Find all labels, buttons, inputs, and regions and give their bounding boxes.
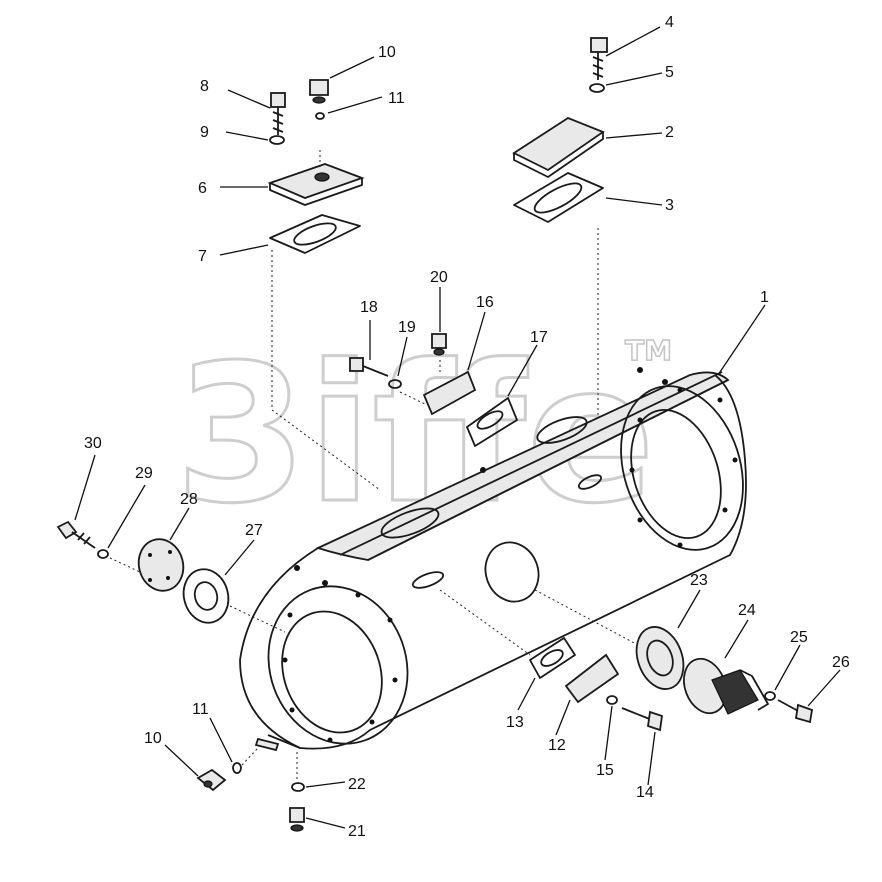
callout-12: 12 (548, 737, 566, 754)
cover-28 (137, 538, 185, 592)
callout-28: 28 (180, 491, 198, 508)
gasket-7 (269, 214, 361, 254)
callout-3: 3 (665, 197, 674, 214)
cover-plate-6 (267, 163, 365, 199)
o-ring-11 (232, 762, 242, 774)
callout-2: 2 (665, 124, 674, 141)
callout-25: 25 (790, 629, 808, 646)
callout-4: 4 (665, 14, 674, 31)
callout-6: 6 (198, 180, 207, 197)
right-side-parts (439, 589, 814, 732)
left-side-parts (56, 520, 286, 633)
cover-plate-2 (512, 116, 605, 172)
gasket-17 (466, 397, 518, 447)
plug-21 (289, 807, 305, 823)
callout-29: 29 (135, 465, 153, 482)
callout-9: 9 (200, 124, 209, 141)
plug-10 (196, 768, 227, 792)
callout-14: 14 (636, 784, 654, 801)
callout-30: 30 (84, 435, 102, 452)
callout-24: 24 (738, 602, 756, 619)
callout-13: 13 (506, 714, 524, 731)
callout-18: 18 (360, 299, 378, 316)
top-right-cover-assembly (512, 37, 608, 418)
callout-22: 22 (348, 776, 366, 793)
plate-16 (422, 370, 477, 416)
callout-15: 15 (596, 762, 614, 779)
callout-11-bottom: 11 (192, 701, 209, 718)
top-left-cover-assembly (267, 79, 381, 491)
lower-left-drain (196, 737, 305, 832)
callout-7: 7 (198, 248, 207, 265)
callout-11-top: 11 (388, 90, 405, 107)
cover-12 (564, 653, 620, 704)
callout-16: 16 (476, 294, 494, 311)
callout-23: 23 (690, 572, 708, 589)
callout-27: 27 (245, 522, 263, 539)
housing-part-1 (239, 367, 747, 750)
gasket-13 (529, 637, 576, 679)
callout-1: 1 (760, 289, 769, 306)
breather-cluster (349, 333, 518, 447)
callout-17: 17 (530, 329, 548, 346)
callout-8: 8 (200, 78, 209, 95)
callout-5: 5 (665, 64, 674, 81)
callout-10-bottom: 10 (144, 730, 162, 747)
gasket-27 (182, 568, 230, 624)
callout-20: 20 (430, 269, 448, 286)
leader-lines (74, 26, 841, 829)
watermark-tm: TM (625, 334, 672, 367)
o-ring-22 (291, 782, 305, 792)
gasket-3 (513, 172, 604, 223)
callout-21: 21 (348, 823, 366, 840)
callout-19: 19 (398, 319, 416, 336)
callout-26: 26 (832, 654, 850, 671)
callout-10-top: 10 (378, 44, 396, 61)
callout-labels: 1 2 3 4 5 6 7 8 9 10 11 10 11 12 13 14 1… (84, 14, 850, 840)
